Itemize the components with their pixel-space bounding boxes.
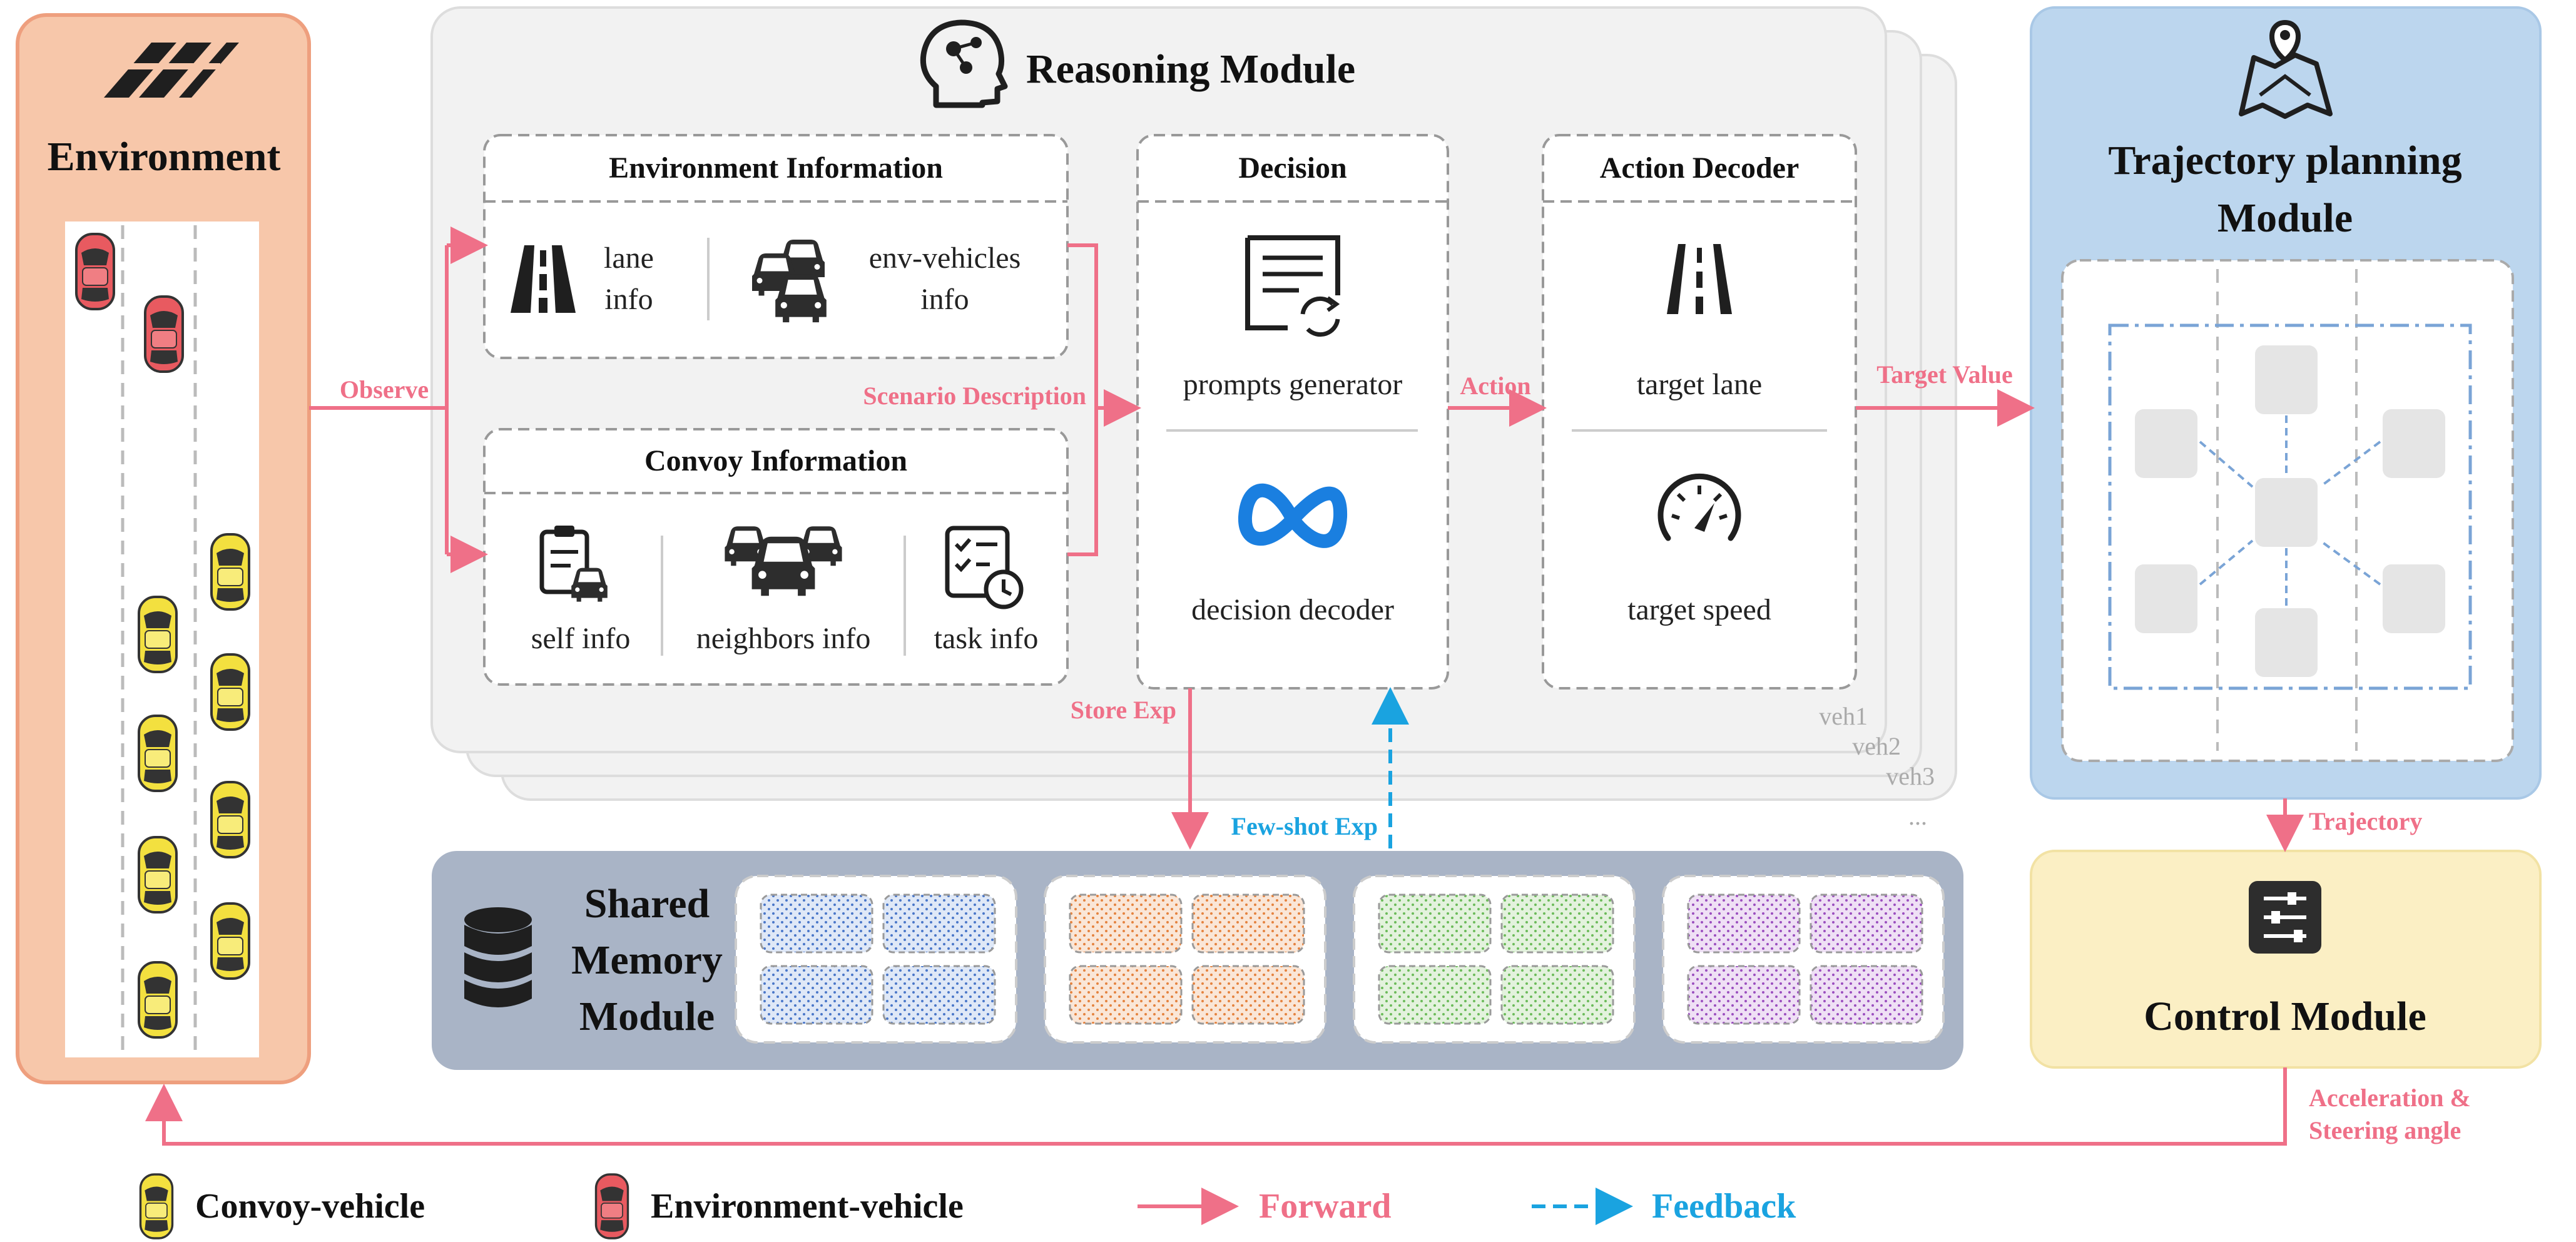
trajectory-title-line1: Trajectory planning	[2108, 138, 2461, 183]
task-info-icon	[945, 526, 1024, 609]
convoy-information-box: Convoy Information self info neighbors i…	[483, 428, 1069, 686]
decision-box: Decision prompts generator decision deco…	[1136, 134, 1449, 690]
convoy-vehicle	[210, 653, 250, 731]
convoy-vehicle	[138, 836, 178, 914]
acceleration-label-line2: Steering angle	[2309, 1116, 2461, 1144]
shared-memory-module: Shared Memory Module	[432, 851, 1963, 1070]
road-icon	[104, 43, 239, 98]
reasoning-module: veh1 veh2 veh3 ... Reasoning Module Envi…	[430, 6, 1957, 830]
memory-title-line2: Memory	[571, 937, 723, 983]
node	[2255, 345, 2318, 414]
flow-arrows: Observe Scenario Description Action Targ…	[145, 227, 2471, 1146]
acceleration-steering-arrow	[145, 1067, 2287, 1146]
decision-title: Decision	[1238, 151, 1347, 185]
control-module: Control Module	[2030, 850, 2542, 1069]
environment-title: Environment	[48, 134, 281, 180]
convoy-vehicle	[210, 781, 250, 858]
action-decoder-title: Action Decoder	[1600, 151, 1800, 185]
lane-icon	[511, 245, 576, 313]
node	[2383, 409, 2445, 478]
legend-forward: Forward	[1259, 1187, 1392, 1226]
self-info-label: self info	[531, 622, 631, 655]
memory-title-line1: Shared	[584, 881, 710, 927]
database-icon	[464, 907, 532, 1007]
environment-panel: Environment	[16, 13, 311, 1084]
legend: Convoy-vehicle Environment-vehicle Forwa…	[139, 1173, 1796, 1239]
node	[2255, 478, 2318, 547]
target-value-label: Target Value	[1876, 360, 2012, 389]
reasoning-title: Reasoning Module	[1026, 46, 1355, 92]
prompts-generator-label: prompts generator	[1183, 368, 1403, 401]
layer-label-veh3: veh3	[1886, 762, 1935, 790]
task-info-label: task info	[934, 622, 1039, 655]
convoy-vehicle	[138, 715, 178, 792]
target-speed-label: target speed	[1627, 593, 1771, 626]
few-shot-label: Few-shot Exp	[1231, 812, 1378, 840]
legend-convoy-vehicle: Convoy-vehicle	[195, 1187, 425, 1226]
env-vehicles-info-line2: info	[920, 283, 969, 316]
convoy-vehicle	[138, 596, 178, 673]
store-exp-label: Store Exp	[1071, 696, 1176, 724]
memory-slot-blue	[735, 875, 1017, 1044]
layer-label-more: ...	[1908, 802, 1927, 830]
scenario-description-label: Scenario Description	[863, 382, 1086, 410]
memory-slot-green	[1353, 875, 1636, 1044]
trajectory-edges	[2199, 415, 2381, 607]
node	[2383, 564, 2445, 633]
layer-label-veh2: veh2	[1852, 732, 1901, 760]
planning-region	[2108, 323, 2472, 690]
environment-vehicle	[144, 295, 184, 373]
self-info-icon	[539, 526, 608, 602]
brain-icon	[920, 19, 1008, 108]
neighbors-info-label: neighbors info	[696, 622, 871, 655]
action-decoder-box: Action Decoder target lane target speed	[1542, 134, 1857, 690]
memory-slot-orange	[1044, 875, 1326, 1044]
trajectory-nodes	[2135, 345, 2445, 677]
decision-decoder-label: decision decoder	[1191, 593, 1394, 626]
environment-information-box: Environment Information lane info env-ve…	[483, 134, 1069, 359]
sliders-icon	[2249, 881, 2321, 954]
trajectory-label: Trajectory	[2309, 807, 2422, 835]
legend-feedback: Feedback	[1652, 1187, 1796, 1226]
memory-title-line3: Module	[579, 994, 715, 1039]
control-title: Control Module	[2144, 994, 2426, 1039]
convoy-vehicle-legend-icon	[139, 1173, 174, 1239]
action-label: Action	[1460, 372, 1530, 400]
environment-vehicle-legend-icon	[594, 1173, 629, 1239]
trajectory-planning-module: Trajectory planning Module	[2030, 6, 2542, 800]
env-vehicles-info-line1: env-vehicles	[869, 242, 1021, 275]
acceleration-label-line1: Acceleration &	[2309, 1084, 2471, 1112]
target-lane-label: target lane	[1637, 368, 1762, 401]
environment-information-title: Environment Information	[609, 151, 943, 185]
layer-label-veh1: veh1	[1819, 702, 1868, 730]
convoy-vehicle	[138, 961, 178, 1039]
prompts-generator-icon	[1245, 235, 1340, 337]
lane-info-line1: lane	[604, 242, 654, 275]
speedometer-icon	[1657, 473, 1741, 541]
observe-arrow	[309, 243, 479, 556]
node	[2135, 409, 2197, 478]
trajectory-title-line2: Module	[2217, 195, 2353, 241]
node	[2255, 608, 2318, 677]
meta-logo-icon	[1238, 483, 1348, 548]
target-lane-icon	[1667, 244, 1732, 314]
convoy-information-title: Convoy Information	[644, 444, 907, 477]
observe-label: Observe	[340, 375, 429, 404]
node	[2135, 564, 2197, 633]
convoy-vehicle	[210, 902, 250, 980]
convoy-vehicle	[210, 533, 250, 611]
environment-vehicle	[75, 233, 115, 310]
legend-environment-vehicle: Environment-vehicle	[651, 1187, 964, 1226]
memory-slot-purple	[1662, 875, 1945, 1044]
lane-info-line2: info	[604, 283, 653, 316]
map-pin-icon	[2239, 19, 2333, 119]
